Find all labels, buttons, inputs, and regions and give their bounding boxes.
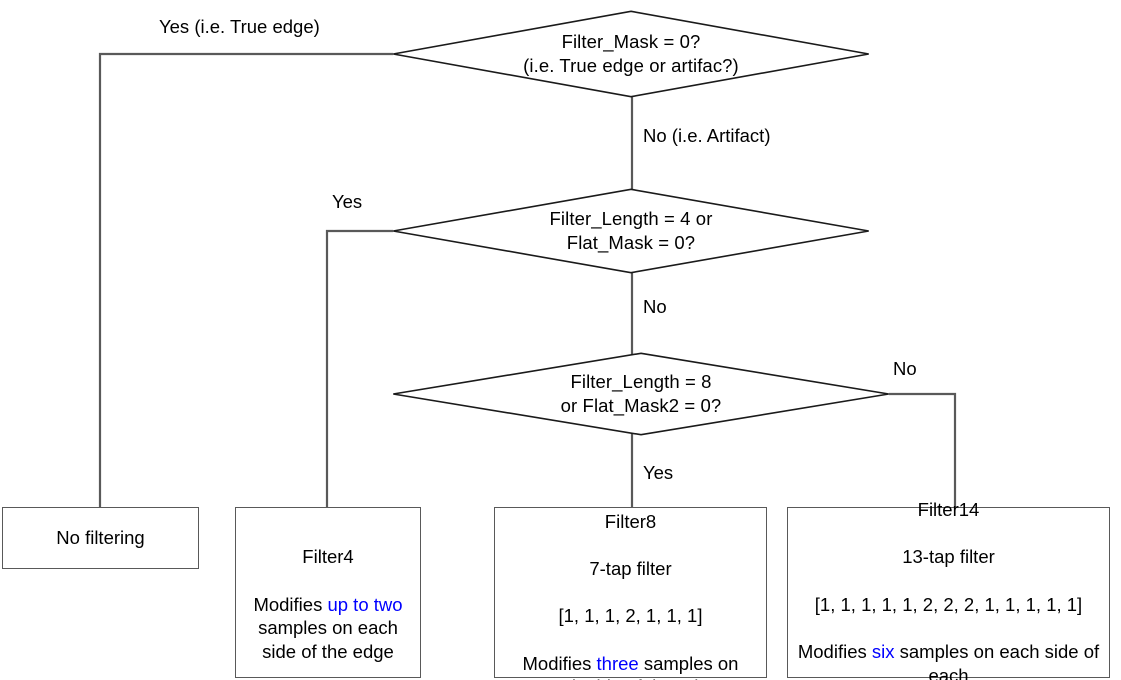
diamond-shape-filter-length-8 <box>393 352 889 436</box>
outcome-filter8-taps: 7-tap filter <box>589 558 672 579</box>
edge-label-no-filter-length-4: No <box>643 296 667 317</box>
outcome-filter8-label: Filter8 7-tap filter [1, 1, 1, 2, 1, 1, … <box>501 486 760 680</box>
outcome-filter4-label: Filter4 Modifies up to two samples on ea… <box>242 521 414 663</box>
outcome-filter14[interactable]: Filter14 13-tap filter [1, 1, 1, 1, 1, 2… <box>787 499 1110 680</box>
outcome-filter8-coeffs: [1, 1, 1, 2, 1, 1, 1] <box>558 605 703 627</box>
decision-filter-length-8[interactable]: Filter_Length = 8 or Flat_Mask2 = 0? <box>392 352 890 436</box>
decision-filter-length-4[interactable]: Filter_Length = 4 or Flat_Mask = 0? <box>392 188 870 274</box>
outcome-filter8-title: Filter8 <box>604 510 657 532</box>
outcome-filter4[interactable]: Filter4 Modifies up to two samples on ea… <box>235 507 421 678</box>
diamond-shape-filter-length-4 <box>393 188 869 274</box>
outcome-filter14-label: Filter14 13-tap filter [1, 1, 1, 1, 1, 2… <box>794 474 1103 680</box>
outcome-no-filtering-label: No filtering <box>56 526 145 548</box>
edge-label-yes-filter4: Yes <box>332 191 363 212</box>
decision-filter-length-4-label: Filter_Length = 4 or Flat_Mask = 0? <box>549 207 713 253</box>
edge-true-to-no-filtering <box>98 52 394 509</box>
outcome-filter8-desc-pre: Modifies <box>522 652 597 674</box>
outcome-filter14-desc-post: samples on each side of each side of the… <box>899 640 1100 680</box>
decision-filter-mask-label: Filter_Mask = 0? (i.e. True edge or arti… <box>523 30 739 76</box>
edge-label-yes-filter8: Yes <box>643 462 674 483</box>
outcome-filter14-desc-pre: Modifies <box>797 640 872 662</box>
edge-d3-no-to-filter14 <box>888 392 957 509</box>
outcome-filter4-desc-accent: up to two <box>327 593 403 615</box>
outcome-filter4-title: Filter4 <box>302 546 354 568</box>
edge-label-no-filter-length-8: No <box>893 358 917 379</box>
outcome-filter14-coeffs: [1, 1, 1, 1, 1, 2, 2, 2, 1, 1, 1, 1, 1] <box>814 593 1083 615</box>
outcome-filter14-taps: 13-tap filter <box>902 546 995 568</box>
edge-d2-yes-to-filter4 <box>325 229 394 509</box>
outcome-filter8-desc-post: samples on each side of the edge <box>542 652 739 680</box>
outcome-filter4-desc-pre: Modifies <box>253 593 328 615</box>
outcome-filter8-desc-accent: three <box>596 652 639 674</box>
edge-label-no-artifact: No (i.e. Artifact) <box>643 125 771 146</box>
edge-label-yes-true-edge: Yes (i.e. True edge) <box>159 16 320 37</box>
outcome-filter4-desc-post: samples on each side of the edge <box>258 617 398 662</box>
outcome-filter8[interactable]: Filter8 7-tap filter [1, 1, 1, 2, 1, 1, … <box>494 507 767 680</box>
outcome-filter14-title: Filter14 <box>917 498 980 520</box>
outcome-filter14-desc-accent: six <box>871 640 895 662</box>
decision-filter-length-8-label: Filter_Length = 8 or Flat_Mask2 = 0? <box>560 370 722 416</box>
diamond-shape-filter-mask <box>393 10 869 98</box>
outcome-no-filtering[interactable]: No filtering <box>2 507 199 569</box>
decision-filter-mask[interactable]: Filter_Mask = 0? (i.e. True edge or arti… <box>392 10 870 98</box>
